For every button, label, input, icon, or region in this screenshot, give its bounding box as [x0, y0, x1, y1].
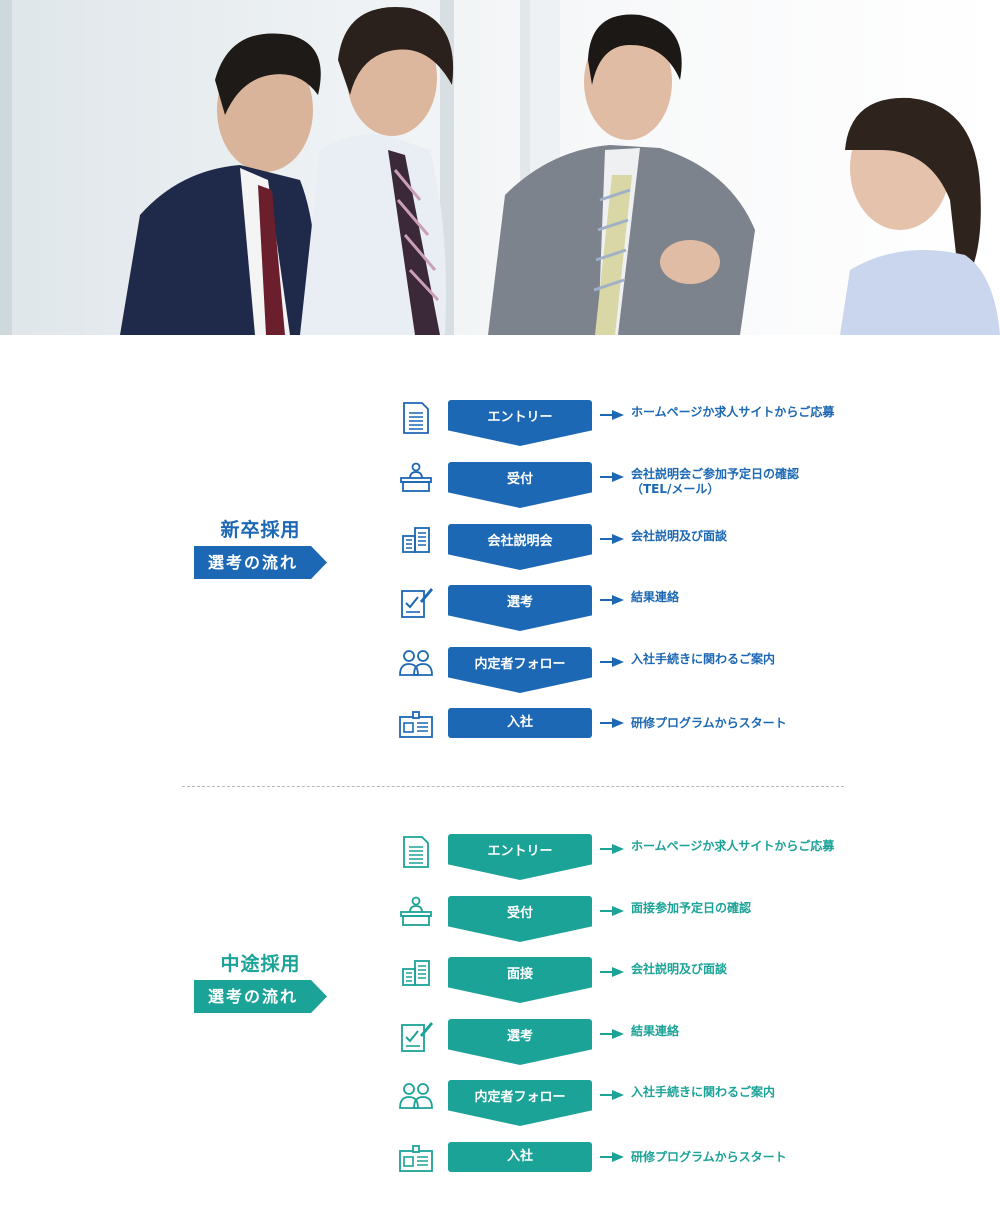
flow-step-followup: 内定者フォロー 入社手続きに関わるご案内: [0, 647, 1000, 697]
flow-step-briefing: 会社説明会 会社説明及び面談: [0, 524, 1000, 574]
step-description: 研修プログラムからスタート: [631, 1150, 787, 1164]
arrow-right-icon: [600, 1090, 624, 1100]
step-description: 結果連絡: [631, 1024, 680, 1038]
arrow-right-icon: [600, 718, 624, 728]
flow-step-reception: 受付 面接参加予定日の確認: [0, 896, 1000, 946]
step-description: ホームページか求人サイトからご応募: [631, 839, 835, 853]
arrow-right-icon: [600, 472, 624, 482]
step-label-box: エントリー: [448, 400, 592, 446]
section-tag: 選考の流れ: [194, 546, 327, 579]
step-label-box: 選考: [448, 585, 592, 631]
step-label-box: 受付: [448, 462, 592, 508]
document-icon: [403, 402, 429, 434]
reception-desk-icon: [400, 896, 432, 926]
step-label-box: 内定者フォロー: [448, 1080, 592, 1126]
arrow-right-icon: [600, 657, 624, 667]
step-description: 会社説明及び面談: [631, 962, 728, 976]
flow-step-reception: 受付 会社説明会ご参加予定日の確認 （TEL/メール）: [0, 462, 1000, 512]
step-label-box: 内定者フォロー: [448, 647, 592, 693]
office-building-icon: [402, 960, 430, 986]
step-description: 会社説明及び面談: [631, 529, 728, 543]
arrow-right-icon: [600, 1152, 624, 1162]
step-description: 研修プログラムからスタート: [631, 716, 787, 730]
arrow-right-icon: [600, 844, 624, 854]
people-icon: [399, 650, 433, 676]
arrow-right-icon: [600, 906, 624, 916]
flow-step-entry: エントリー ホームページか求人サイトからご応募: [0, 834, 1000, 884]
reception-desk-icon: [400, 462, 432, 492]
flow-step-entry: エントリー ホームページか求人サイトからご応募: [0, 400, 1000, 450]
step-description: 面接参加予定日の確認: [631, 901, 752, 915]
id-card-icon: [399, 711, 433, 738]
step-label-box: 入社: [448, 1142, 592, 1172]
step-description: 会社説明会ご参加予定日の確認 （TEL/メール）: [631, 467, 800, 496]
arrow-right-icon: [600, 410, 624, 420]
checklist-pen-icon: [401, 588, 433, 618]
section-title: 中途採用: [220, 953, 301, 975]
flow-step-selection: 選考 結果連絡: [0, 1019, 1000, 1069]
step-label-box: 受付: [448, 896, 592, 942]
document-icon: [403, 836, 429, 868]
arrow-right-icon: [600, 1029, 624, 1039]
flow-step-followup: 内定者フォロー 入社手続きに関わるご案内: [0, 1080, 1000, 1130]
step-description: 入社手続きに関わるご案内: [631, 652, 776, 666]
step-description: ホームページか求人サイトからご応募: [631, 405, 835, 419]
step-description: 入社手続きに関わるご案内: [631, 1085, 776, 1099]
business-team-illustration: [0, 0, 1000, 335]
arrow-right-icon: [600, 967, 624, 977]
id-card-icon: [399, 1145, 433, 1172]
section-title: 新卒採用: [220, 519, 301, 541]
step-description: 結果連絡: [631, 590, 680, 604]
hero-photo: [0, 0, 1000, 335]
step-label-box: 会社説明会: [448, 524, 592, 570]
flow-step-interview: 面接 会社説明及び面談: [0, 957, 1000, 1007]
section-divider: [182, 786, 844, 787]
office-building-icon: [402, 527, 430, 553]
checklist-pen-icon: [401, 1022, 433, 1052]
step-label-box: 面接: [448, 957, 592, 1003]
flow-step-joining: 入社 研修プログラムからスタート: [0, 1142, 1000, 1192]
section-tag: 選考の流れ: [194, 980, 327, 1013]
step-label-box: エントリー: [448, 834, 592, 880]
step-label-box: 入社: [448, 708, 592, 738]
arrow-right-icon: [600, 595, 624, 605]
step-label-box: 選考: [448, 1019, 592, 1065]
arrow-right-icon: [600, 534, 624, 544]
people-icon: [399, 1083, 433, 1109]
flow-step-joining: 入社 研修プログラムからスタート: [0, 708, 1000, 758]
flow-step-selection: 選考 結果連絡: [0, 585, 1000, 635]
